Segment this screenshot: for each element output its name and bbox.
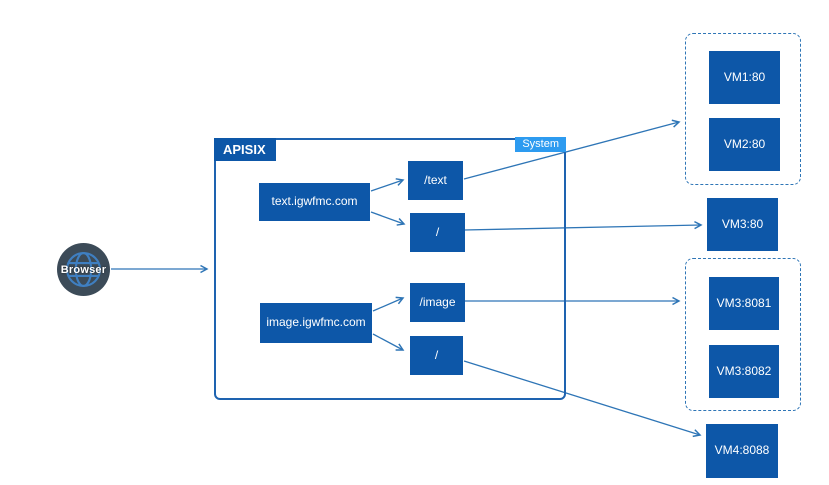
browser-label: Browser	[60, 263, 107, 276]
edge-imagehost-to-route-image	[372, 298, 403, 312]
apisix-system-boundary: APISIX System	[214, 137, 566, 400]
host-node-image-igwfmc-com: image.igwfmc.com	[260, 303, 372, 343]
vm-node-vm1-80: VM1:80	[709, 51, 780, 104]
vm-node-vm3-8081: VM3:8081	[709, 277, 779, 330]
globe-icon	[65, 251, 102, 288]
upstream-group-1: VM1:80 VM2:80	[685, 33, 801, 185]
edge-route-root2-to-vm4-8088	[463, 360, 700, 435]
vm-node-vm2-80: VM2:80	[709, 118, 780, 171]
route-node-image: /image	[410, 283, 465, 322]
system-badge: System	[515, 137, 566, 152]
upstream-group-2: VM3:8081 VM3:8082	[685, 258, 801, 411]
browser-node: Browser	[57, 243, 110, 296]
route-node-root-1: /	[410, 213, 465, 252]
edge-imagehost-to-route-root	[372, 333, 403, 350]
edge-route-text-to-group1	[463, 122, 679, 180]
edge-texthost-to-route-root	[370, 211, 404, 224]
vm-node-vm3-80: VM3:80	[707, 198, 778, 251]
host-node-text-igwfmc-com: text.igwfmc.com	[259, 183, 370, 221]
route-node-root-2: /	[410, 336, 463, 375]
edge-texthost-to-route-text	[370, 180, 403, 192]
apisix-title: APISIX	[214, 138, 276, 161]
vm-node-vm3-8082: VM3:8082	[709, 345, 779, 398]
edge-route-root1-to-vm3-80	[463, 225, 701, 231]
vm-node-vm4-8088: VM4:8088	[706, 424, 778, 478]
route-node-text: /text	[408, 161, 463, 200]
